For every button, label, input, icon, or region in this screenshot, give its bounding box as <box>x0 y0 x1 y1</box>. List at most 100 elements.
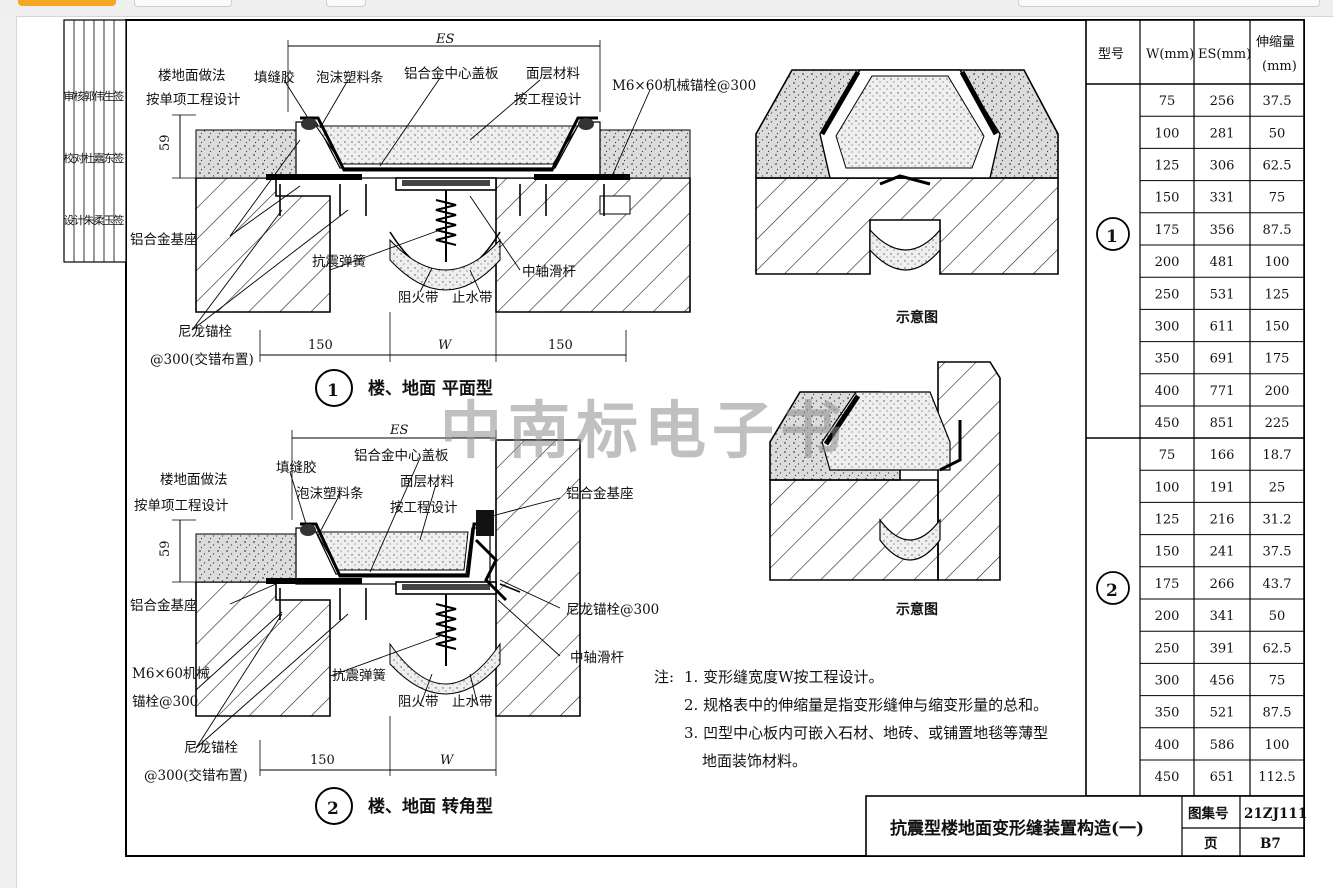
label-nylon-anchor-2: 尼龙锚栓 <box>184 740 238 756</box>
table-cell: 350 <box>1155 706 1180 721</box>
viewer-primary-button[interactable] <box>18 0 116 6</box>
table-cell: 100 <box>1155 126 1180 141</box>
stamp-glyph: 玉 <box>104 214 115 227</box>
detail-number-1-circle <box>315 369 353 407</box>
label-per-project-2: 按单项工程设计 <box>134 498 229 514</box>
stamp-glyph: 柔 <box>94 214 105 227</box>
table-cell: 100 <box>1265 738 1290 753</box>
table-cell: 300 <box>1155 320 1180 335</box>
table-cell: 50 <box>1269 126 1286 141</box>
concrete-slab-left-2 <box>195 581 331 717</box>
stamp-glyph: 签 <box>114 151 125 165</box>
table-cell: 241 <box>1210 545 1235 560</box>
table-cell: 266 <box>1210 577 1235 592</box>
table-cell: 25 <box>1269 480 1286 495</box>
isometric-sketch-1: 示意图 <box>755 69 1059 326</box>
detail-drawing-2: ES 59 150 W 楼地面做法 按单项工程设计 <box>130 423 659 825</box>
detail-drawing-1: ES 59 150 W 150 楼地面 <box>130 32 756 407</box>
table-cell: 851 <box>1210 416 1235 431</box>
detail-title-1: 楼、地面 平面型 <box>368 378 493 399</box>
table-cell: 150 <box>1155 545 1180 560</box>
table-cell: 400 <box>1155 384 1180 399</box>
table-cell: 62.5 <box>1263 159 1292 174</box>
table-cell: 200 <box>1155 255 1180 270</box>
table-cell: 356 <box>1210 223 1235 238</box>
table-header-es: ES(mm) <box>1198 47 1251 62</box>
stamp-glyph: 嘉 <box>94 151 105 165</box>
table-cell: 350 <box>1155 352 1180 367</box>
table-cell: 250 <box>1155 641 1180 656</box>
label-bolt-2b: 锚栓@300 <box>132 694 198 710</box>
table-cell: 306 <box>1210 159 1235 174</box>
label-anchor-spacing-1: @300(交错布置) <box>150 351 254 368</box>
label-floor-method-2: 楼地面做法 <box>160 472 228 488</box>
label-center-plate-1: 铝合金中心盖板 <box>404 66 499 82</box>
table-header-expansion: 伸缩量 <box>1256 34 1295 50</box>
sketch-label-bottom: 示意图 <box>896 601 938 618</box>
table-cell: 771 <box>1210 384 1235 399</box>
table-header-w: W(mm) <box>1146 47 1194 62</box>
table-cell: 225 <box>1265 416 1290 431</box>
sealant-left <box>301 118 317 130</box>
dim-left-1: 150 <box>308 338 333 353</box>
center-cover-plate-2 <box>315 531 469 571</box>
dim-mid-2: W <box>440 753 455 768</box>
sealant-right <box>578 118 594 130</box>
table-cell: 400 <box>1155 738 1180 753</box>
table-cell: 586 <box>1210 738 1235 753</box>
sketch-label-top: 示意图 <box>896 309 938 326</box>
label-alu-base-right-2: 铝合金基座 <box>566 485 634 502</box>
note-1: 1. 变形缝宽度W按工程设计。 <box>684 668 884 686</box>
table-cell: 75 <box>1159 448 1176 463</box>
dim-59-2: 59 <box>158 540 173 557</box>
fire-water-belt <box>389 238 501 291</box>
table-cell: 18.7 <box>1263 448 1292 463</box>
viewer-tab-small[interactable] <box>326 0 366 7</box>
table-cell: 150 <box>1265 320 1290 335</box>
label-spring-1: 抗震弹簧 <box>312 254 366 270</box>
floor-finish-right <box>599 129 691 179</box>
table-cell: 611 <box>1210 320 1235 335</box>
table-header-expansion-unit: (mm) <box>1262 59 1297 74</box>
table-cell: 150 <box>1155 191 1180 206</box>
floor-finish-left <box>195 129 297 179</box>
detail-number-2: 2 <box>327 799 339 819</box>
label-per-project-1: 按单项工程设计 <box>146 92 241 108</box>
table-cell: 200 <box>1155 609 1180 624</box>
table-cell: 341 <box>1210 609 1235 624</box>
table-cell: 87.5 <box>1263 706 1292 721</box>
label-per-engineering-1: 按工程设计 <box>514 92 582 108</box>
viewer-search-box[interactable] <box>1018 0 1320 7</box>
table-group-1-label: 1 <box>1106 227 1118 247</box>
isometric-sketch-2: 示意图 <box>769 361 1001 618</box>
label-slide-bar-1: 中轴滑杆 <box>522 264 576 280</box>
table-cell: 200 <box>1265 384 1290 399</box>
dim-es-1: ES <box>435 32 454 47</box>
table-cell: 300 <box>1155 674 1180 689</box>
label-water-stop-2: 止水带 <box>452 694 493 710</box>
table-cell: 50 <box>1269 609 1286 624</box>
watermark-text: 中南标电子书 <box>440 394 848 467</box>
table-cell: 175 <box>1155 577 1180 592</box>
note-3-cont: 地面装饰材料。 <box>702 752 807 770</box>
viewer-tab[interactable] <box>134 0 232 7</box>
atlas-label: 图集号 <box>1188 805 1229 822</box>
table-cell: 37.5 <box>1263 94 1292 109</box>
stamp-glyph: 生 <box>104 89 115 103</box>
label-bolt-2a: M6×60机械 <box>132 666 210 682</box>
stamp-glyph: 伟 <box>94 90 105 103</box>
table-cell: 450 <box>1155 770 1180 785</box>
detail-title-2: 楼、地面 转角型 <box>368 796 493 817</box>
table-cell: 100 <box>1265 255 1290 270</box>
table-cell: 250 <box>1155 287 1180 302</box>
label-center-plate-2: 铝合金中心盖板 <box>354 448 449 464</box>
table-cell: 331 <box>1210 191 1235 206</box>
table-cell: 43.7 <box>1263 577 1292 592</box>
table-cell: 216 <box>1210 513 1235 528</box>
label-alu-base-1: 铝合金基座 <box>130 231 198 248</box>
page-label: 页 <box>1204 836 1218 852</box>
table-cell: 37.5 <box>1263 545 1292 560</box>
label-foam-strip-1: 泡沫塑料条 <box>316 69 384 86</box>
table-cell: 62.5 <box>1263 641 1292 656</box>
